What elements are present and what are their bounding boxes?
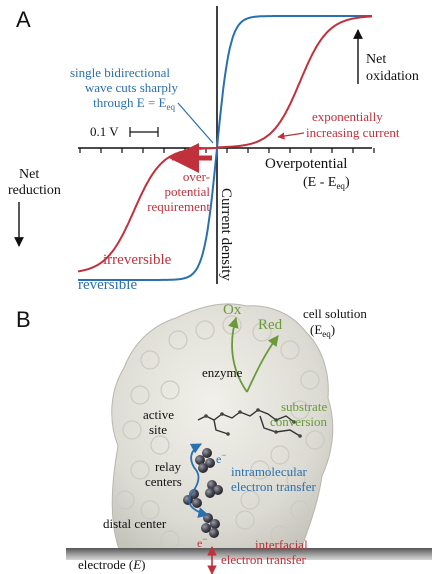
electron-interfacial-label: e− xyxy=(197,534,207,550)
enzyme-surface-bump xyxy=(160,380,180,400)
interfacial-label-2: electron transfer xyxy=(221,552,306,567)
enzyme-surface-bump xyxy=(280,340,300,360)
intramolecular-arrow xyxy=(188,443,210,518)
enzyme-surface-bump xyxy=(115,490,135,510)
enzyme-surface-bump xyxy=(168,330,188,350)
enzyme-surface-bump xyxy=(122,420,142,440)
interfacial-label-1: interfacial xyxy=(255,537,308,552)
red-arrow xyxy=(246,335,279,393)
distal-center xyxy=(201,513,220,538)
active-site-label-2: site xyxy=(149,422,167,437)
substrate-conversion-1: substrate xyxy=(281,399,327,414)
irreversible-curve xyxy=(77,15,373,273)
enzyme-surface-bump xyxy=(150,435,170,455)
enzyme-surface-bump xyxy=(250,460,270,480)
overpotential-req-2: potential xyxy=(165,184,211,199)
reversible-curve xyxy=(78,15,372,281)
net-oxidation-label-2: oxidation xyxy=(366,69,419,84)
overpotential-axis-sub: (E - Eeq) xyxy=(303,175,350,191)
enzyme-surface-bump xyxy=(235,510,255,530)
distal-center-label: distal center xyxy=(103,516,167,531)
reversible-label: reversible xyxy=(78,277,137,293)
electrode xyxy=(66,548,432,560)
enzyme-label: enzyme xyxy=(202,365,243,380)
panel-a-label: A xyxy=(16,7,31,32)
panel-b-label: B xyxy=(16,307,31,332)
red-note-line-1: exponentially xyxy=(312,109,383,124)
current-density-label: Current density xyxy=(218,188,234,281)
relay-centers-label-1: relay xyxy=(155,459,181,474)
blue-note-line-1: single bidirectional xyxy=(70,65,170,80)
blue-note-pointer xyxy=(177,102,214,144)
electrode-label: electrode (E) xyxy=(78,557,146,572)
intramolecular-label-2: electron transfer xyxy=(231,479,316,494)
enzyme-surface-bump xyxy=(140,350,160,370)
enzyme-surface xyxy=(111,303,334,553)
ox-label: Ox xyxy=(223,302,242,318)
potential-axis-ticks xyxy=(79,148,375,153)
irreversible-label: irreversible xyxy=(103,252,172,268)
scale-bar-label: 0.1 V xyxy=(90,124,119,139)
relay-centers-label-2: centers xyxy=(145,474,182,489)
red-note-line-2: increasing current xyxy=(306,125,400,140)
enzyme-surface-bump xyxy=(270,525,290,545)
overpotential-req-3: requirement xyxy=(147,199,210,214)
e-eq-label: (Eeq) xyxy=(310,322,335,339)
red-label: Red xyxy=(258,317,283,333)
enzyme-surface-bump xyxy=(290,500,310,520)
active-site-label-1: active xyxy=(143,407,174,422)
blue-note-line-2: wave cuts sharply xyxy=(85,80,179,95)
enzyme-surface-bump xyxy=(130,385,150,405)
intramolecular-label-1: intramolecular xyxy=(231,464,307,479)
overpotential-axis-label: Overpotential xyxy=(265,156,347,172)
overpotential-req-1: over- xyxy=(183,169,210,184)
blue-note-line-3: through E = Eeq xyxy=(93,95,175,112)
enzyme-surface-bump xyxy=(195,320,215,340)
enzyme-surface-bump xyxy=(305,430,325,450)
enzyme-surface-bump xyxy=(300,370,320,390)
enzyme-surface-bump xyxy=(286,470,306,490)
electron-intra-label: e− xyxy=(216,450,226,466)
enzyme-surface-bump xyxy=(130,460,150,480)
net-reduction-label-1: Net xyxy=(19,167,39,182)
enzyme-surface-bump xyxy=(240,490,260,510)
enzyme-surface-bump xyxy=(252,322,272,342)
net-reduction-label-2: reduction xyxy=(8,183,61,198)
enzyme-surface-bump xyxy=(270,445,290,465)
net-oxidation-label-1: Net xyxy=(366,52,386,67)
enzyme-surface-bump xyxy=(290,400,310,420)
ox-arrow xyxy=(228,316,248,393)
cell-solution-label: cell solution xyxy=(303,306,367,321)
substrate-conversion-2: conversion xyxy=(270,414,328,429)
substrate-atoms xyxy=(204,408,302,438)
red-note-arrow xyxy=(277,132,305,140)
enzyme-surface-bump xyxy=(140,500,160,520)
